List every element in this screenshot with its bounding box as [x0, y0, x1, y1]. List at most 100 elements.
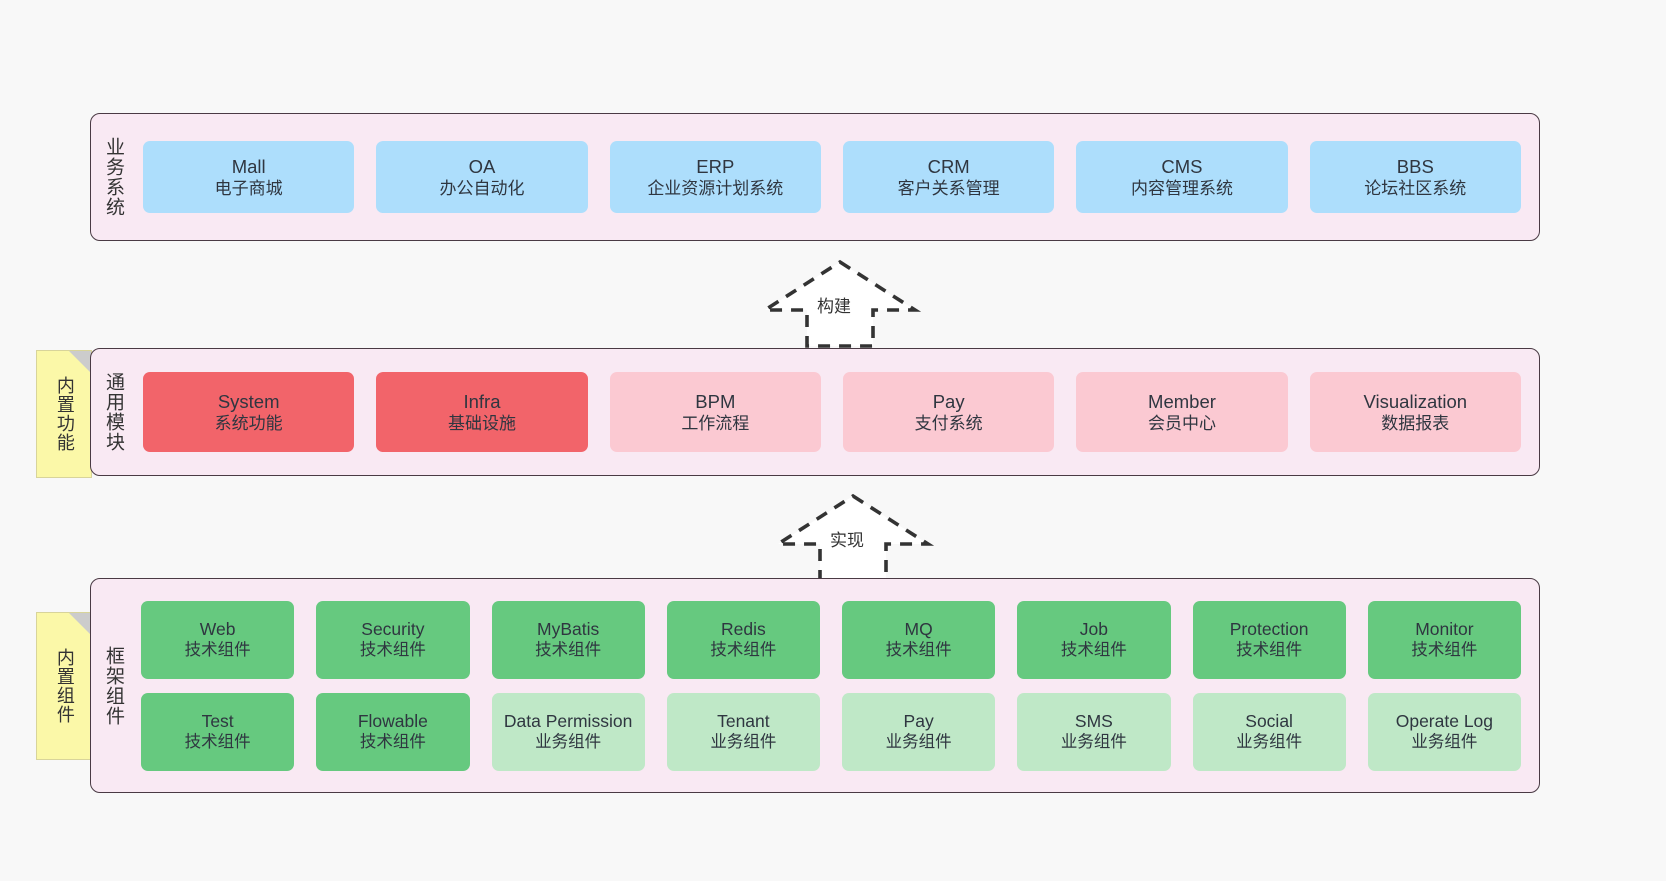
card-monitor[interactable]: Monitor 技术组件 — [1367, 600, 1521, 679]
card-visualization[interactable]: Visualization 数据报表 — [1309, 372, 1521, 452]
card-crm[interactable]: CRM 客户关系管理 — [842, 141, 1055, 213]
card-infra[interactable]: Infra 基础设施 — [376, 372, 588, 452]
card-title: MyBatis — [537, 619, 600, 640]
card-subtitle: 系统功能 — [214, 413, 283, 433]
card-title: Infra — [463, 390, 501, 412]
card-title: BBS — [1396, 155, 1434, 177]
card-title: Flowable — [357, 711, 428, 732]
card-subtitle: 技术组件 — [184, 641, 251, 660]
card-erp[interactable]: ERP 企业资源计划系统 — [609, 141, 821, 213]
card-row: Web 技术组件 Security 技术组件 MyBatis 技术组件 Redi… — [141, 600, 1521, 679]
card-flowable[interactable]: Flowable 技术组件 — [316, 692, 470, 771]
card-mq[interactable]: MQ 技术组件 — [842, 600, 996, 679]
card-subtitle: 技术组件 — [710, 641, 777, 660]
card-operate-log[interactable]: Operate Log 业务组件 — [1367, 692, 1521, 771]
card-title: ERP — [696, 155, 735, 177]
arrow-implement-label: 实现 — [830, 531, 864, 550]
arrow-implement: 实现 — [768, 492, 938, 582]
card-subtitle: 企业资源计划系统 — [647, 178, 784, 198]
layer-business-systems: 业务系统 Mall 电子商城 OA 办公自动化 ERP 企业资源计划系统 CRM… — [90, 113, 1540, 241]
card-subtitle: 会员中心 — [1147, 413, 1216, 433]
layer-title-business-systems: 业务系统 — [102, 137, 124, 217]
layer-body-common-modules: System 系统功能 Infra 基础设施 BPM 工作流程 Pay 支付系统… — [135, 349, 1539, 475]
card-title: Visualization — [1363, 390, 1468, 412]
card-title: Mall — [231, 155, 266, 177]
card-data-permission[interactable]: Data Permission 业务组件 — [491, 692, 645, 771]
card-system[interactable]: System 系统功能 — [143, 372, 355, 452]
card-title: Job — [1079, 619, 1108, 640]
layer-common-modules: 通用模块 System 系统功能 Infra 基础设施 BPM 工作流程 Pay… — [90, 348, 1540, 476]
card-test[interactable]: Test 技术组件 — [141, 692, 295, 771]
card-subtitle: 业务组件 — [885, 733, 952, 752]
card-title: Test — [201, 711, 234, 732]
layer-title-framework-components: 框架组件 — [102, 645, 124, 726]
card-title: Member — [1148, 390, 1216, 412]
card-subtitle: 技术组件 — [184, 733, 251, 752]
card-redis[interactable]: Redis 技术组件 — [666, 600, 820, 679]
card-pay-component[interactable]: Pay 业务组件 — [842, 692, 996, 771]
arrow-build-icon — [758, 259, 922, 348]
card-title: CMS — [1161, 155, 1203, 177]
card-social[interactable]: Social 业务组件 — [1192, 692, 1346, 771]
card-pay-module[interactable]: Pay 支付系统 — [842, 372, 1055, 452]
card-subtitle: 数据报表 — [1381, 413, 1450, 433]
card-tenant[interactable]: Tenant 业务组件 — [666, 692, 820, 771]
card-subtitle: 技术组件 — [359, 641, 426, 660]
card-subtitle: 业务组件 — [710, 733, 777, 752]
card-title: BPM — [695, 390, 736, 412]
card-subtitle: 技术组件 — [535, 641, 602, 660]
layer-body-business-systems: Mall 电子商城 OA 办公自动化 ERP 企业资源计划系统 CRM 客户关系… — [135, 114, 1539, 240]
card-title: SMS — [1074, 711, 1113, 732]
note-label: 内置功能 — [54, 376, 75, 452]
card-member[interactable]: Member 会员中心 — [1076, 372, 1288, 452]
card-row: Test 技术组件 Flowable 技术组件 Data Permission … — [141, 692, 1521, 771]
card-row: System 系统功能 Infra 基础设施 BPM 工作流程 Pay 支付系统… — [143, 372, 1521, 452]
card-title: System — [217, 390, 280, 412]
card-job[interactable]: Job 技术组件 — [1017, 600, 1171, 679]
card-subtitle: 业务组件 — [1060, 733, 1127, 752]
card-subtitle: 业务组件 — [1236, 733, 1303, 752]
card-title: Data Permission — [503, 711, 633, 732]
card-subtitle: 工作流程 — [681, 413, 750, 433]
card-title: Pay — [932, 390, 965, 412]
card-title: MQ — [904, 619, 933, 640]
card-title: CRM — [927, 155, 970, 177]
card-subtitle: 办公自动化 — [439, 178, 525, 198]
card-title: Social — [1245, 711, 1293, 732]
card-web[interactable]: Web 技术组件 — [141, 600, 295, 679]
note-label: 内置组件 — [54, 648, 75, 724]
card-mall[interactable]: Mall 电子商城 — [143, 141, 355, 213]
card-title: Protection — [1229, 619, 1309, 640]
note-builtin-functions: 内置功能 — [36, 350, 92, 478]
card-security[interactable]: Security 技术组件 — [316, 600, 470, 679]
card-subtitle: 支付系统 — [914, 413, 983, 433]
card-title: OA — [468, 155, 496, 177]
layer-body-framework-components: Web 技术组件 Security 技术组件 MyBatis 技术组件 Redi… — [135, 579, 1539, 792]
arrow-build-label: 构建 — [817, 297, 851, 316]
card-bbs[interactable]: BBS 论坛社区系统 — [1309, 141, 1521, 213]
card-subtitle: 技术组件 — [1060, 641, 1127, 660]
card-subtitle: 技术组件 — [1411, 641, 1478, 660]
card-title: Security — [361, 619, 425, 640]
card-mybatis[interactable]: MyBatis 技术组件 — [491, 600, 645, 679]
note-builtin-components: 内置组件 — [36, 612, 92, 760]
card-bpm[interactable]: BPM 工作流程 — [609, 372, 821, 452]
card-cms[interactable]: CMS 内容管理系统 — [1076, 141, 1288, 213]
card-sms[interactable]: SMS 业务组件 — [1017, 692, 1171, 771]
layer-title-common-modules: 通用模块 — [102, 372, 124, 452]
layer-framework-components: 框架组件 Web 技术组件 Security 技术组件 MyBatis 技术组件… — [90, 578, 1540, 793]
card-protection[interactable]: Protection 技术组件 — [1192, 600, 1346, 679]
arrow-build: 构建 — [755, 258, 925, 348]
card-subtitle: 业务组件 — [535, 733, 602, 752]
card-row: Mall 电子商城 OA 办公自动化 ERP 企业资源计划系统 CRM 客户关系… — [143, 141, 1521, 213]
card-title: Redis — [721, 619, 766, 640]
card-title: Operate Log — [1395, 711, 1494, 732]
card-subtitle: 电子商城 — [214, 178, 283, 198]
card-subtitle: 基础设施 — [447, 413, 516, 433]
card-title: Web — [199, 619, 236, 640]
card-subtitle: 技术组件 — [1236, 641, 1303, 660]
card-oa[interactable]: OA 办公自动化 — [376, 141, 588, 213]
card-subtitle: 论坛社区系统 — [1364, 178, 1467, 198]
card-subtitle: 技术组件 — [359, 733, 426, 752]
